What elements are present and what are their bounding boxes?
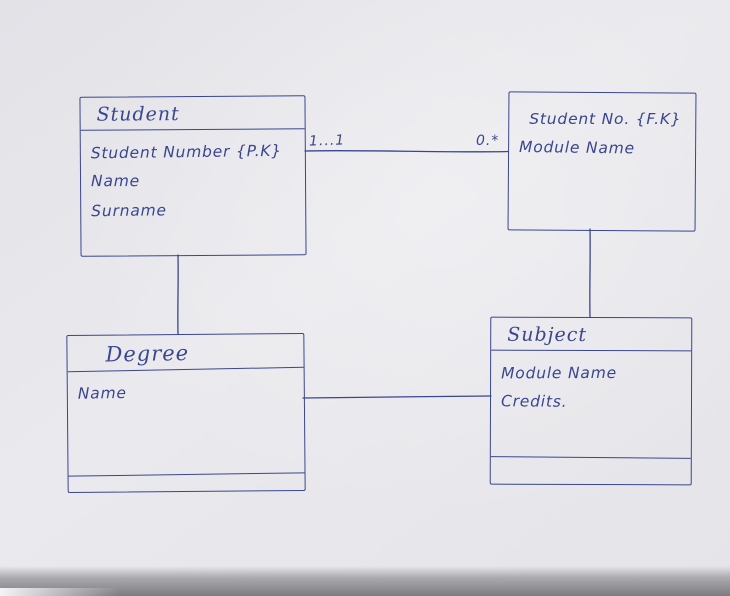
entity-degree: Degree Name (66, 332, 306, 494)
entity-subject-title: Subject (491, 317, 692, 352)
entity-student-title: Student (80, 96, 305, 131)
entity-degree-title: Degree (67, 332, 304, 373)
degree-bottom-divider (68, 472, 305, 477)
line-student-to-student-module (304, 149, 509, 153)
multiplicity-student-side: 1...1 (308, 132, 346, 150)
line-degree-to-subject (302, 395, 492, 399)
entity-student-attributes: Student Number {P.K} Name Surname (81, 129, 306, 230)
attribute-student-name: Name (91, 172, 140, 191)
attribute-subject-module-name: Module Name (501, 363, 617, 383)
attribute-degree-name: Name (77, 383, 127, 403)
attribute-student-surname: Surname (91, 201, 167, 221)
entity-subject: Subject Module Name Credits. (489, 316, 693, 486)
entity-degree-attributes: Name (68, 369, 304, 412)
photo-bottom-shadow (0, 566, 730, 596)
entity-student: Student Student Number {P.K} Name Surnam… (79, 95, 307, 257)
entity-subject-attributes: Module Name Credits. (491, 351, 691, 422)
multiplicity-module-side: 0.* (476, 133, 500, 149)
entity-student-module: Student No. {F.K} Module Name (507, 91, 697, 232)
entity-student-module-attributes: Student No. {F.K} Module Name (509, 92, 696, 167)
attribute-subject-credits: Credits. (500, 392, 568, 411)
attribute-module-name: Module Name (518, 137, 636, 158)
attribute-student-no-fk: Student No. {F.K} (529, 110, 682, 129)
paper-edge-highlight (0, 588, 120, 596)
attribute-student-number: Student Number {P.K} (90, 141, 283, 163)
subject-bottom-divider (490, 456, 691, 459)
